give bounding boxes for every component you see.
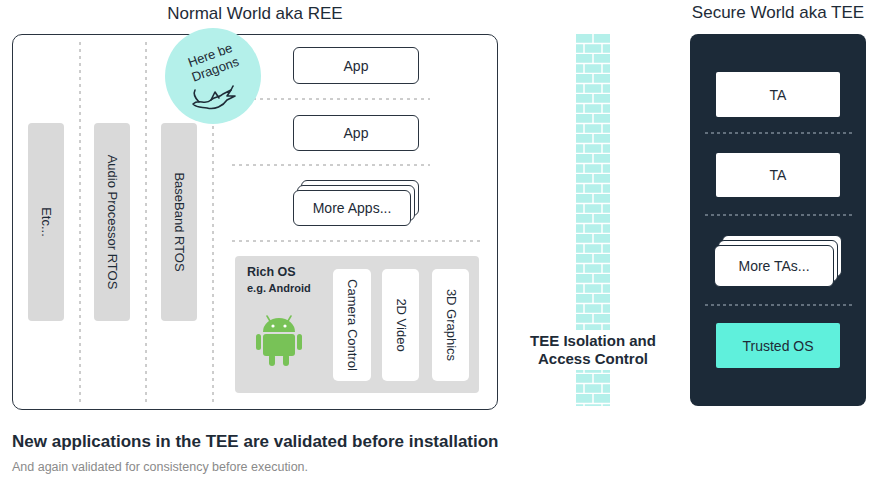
rtos-bar: Audio Processor RTOS [94,123,130,321]
vertical-label: 2D Video [393,274,408,376]
app-box: App [293,47,419,84]
vertical-label: Camera Control [345,274,360,376]
world-region: Normal World aka REEEtc...Audio Processo… [12,34,498,410]
ta-stack: More TAs... [714,235,842,287]
vertical-label: BaseBand RTOS [172,128,187,316]
box-label: TA [770,87,787,103]
callout-circle: Here be Dragons [165,28,261,124]
vertical-label: Etc... [39,128,54,316]
service-box: Camera Control [333,269,371,381]
region-heading: Secure World aka TEE [692,3,864,23]
region-heading: Normal World aka REE [167,4,342,24]
app-stack: More Apps... [293,180,419,226]
service-box: 2D Video [382,269,419,381]
service-box: 3D Graphics [432,269,469,381]
caption: New applications in the TEE are validate… [12,432,499,452]
stack-card: More Apps... [293,190,411,226]
os-box: Rich OS e.g. Android Camera Control 2D Vide… [235,256,479,393]
ta-box: TA [716,72,840,117]
android-robot [249,310,309,370]
box-label: App [344,58,369,74]
rtos-bar: Etc... [28,123,64,321]
box-label: More TAs... [738,258,809,274]
stack-card: More TAs... [714,245,834,287]
wall-label: TEE Isolation and Access Control [507,330,679,370]
world-region: Secure World aka TEETATAMore TAs...Trust… [690,34,866,406]
vertical-label: Audio Processor RTOS [105,128,120,316]
ta-box: TA [716,153,840,197]
box-heading: Rich OS [247,265,296,279]
box-label: Trusted OS [742,338,813,354]
box-subheading: e.g. Android [247,282,311,294]
vertical-label: 3D Graphics [443,274,458,376]
rtos-bar: BaseBand RTOS [161,123,197,321]
note-text: And again validated for consistency befo… [12,460,308,474]
box-label: App [344,125,369,141]
app-box: App [293,115,419,151]
box-label: More Apps... [313,200,392,216]
isolation-wall: TEE Isolation and Access Control [576,34,610,406]
box-label: TA [770,167,787,183]
callout-text: Here be Dragons [173,36,253,89]
trusted-os-box: Trusted OS [716,323,840,368]
